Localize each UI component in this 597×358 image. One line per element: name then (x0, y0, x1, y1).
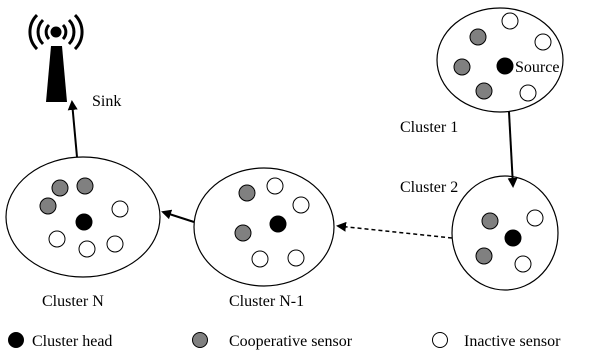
inactive-sensor (519, 84, 537, 102)
inactive-sensor (501, 12, 519, 30)
inactive-sensor (78, 240, 96, 258)
cluster-n-1 (193, 167, 335, 287)
cluster-n-1-label: Cluster N-1 (229, 293, 304, 310)
cooperative-sensor (39, 197, 57, 215)
inactive-sensor (111, 200, 129, 218)
inactive-sensor (48, 230, 66, 248)
cluster-n-1-boundary (193, 167, 335, 287)
cluster-2-label: Cluster 2 (400, 179, 458, 196)
cooperative-sensor (469, 28, 487, 46)
arrow-clusterN-to-sink (67, 100, 78, 158)
cluster-n (5, 156, 161, 278)
arrow-clusterN-1-to-clusterN (161, 209, 195, 223)
legend: Cluster head Cooperative sensor Inactive… (8, 332, 561, 350)
inactive-sensor (526, 209, 544, 227)
inactive-sensor (266, 177, 284, 195)
arrow-cluster1-to-cluster2 (507, 111, 518, 188)
inactive-sensor (514, 255, 532, 273)
cooperative-sensor (481, 212, 499, 230)
inactive-sensor (292, 196, 310, 214)
cooperative-sensor (453, 58, 471, 76)
inactive-sensor (106, 235, 124, 253)
cooperative-sensor (76, 177, 94, 195)
cooperative-sensor (475, 82, 493, 100)
cooperative-sensor (475, 247, 493, 265)
legend-cooperative-label: Cooperative sensor (229, 333, 353, 350)
sink-label: Sink (92, 93, 121, 110)
legend-head-marker (8, 332, 24, 348)
cluster-1-label: Cluster 1 (400, 119, 458, 136)
cluster-2 (451, 175, 559, 291)
cluster-head (75, 213, 93, 231)
arrow-cluster2-to-clusterN-1 (336, 221, 453, 239)
source-label: Source (515, 59, 559, 76)
cooperative-sensor (51, 179, 69, 197)
cluster-head-source (496, 57, 514, 75)
legend-cooperative-marker (192, 332, 208, 348)
cluster-2-boundary (451, 175, 559, 291)
cooperative-sensor (238, 184, 256, 202)
cluster-n-label: Cluster N (42, 293, 104, 310)
inactive-sensor (251, 250, 269, 268)
cluster-1: Source (436, 7, 564, 113)
legend-inactive-marker (432, 332, 448, 348)
cluster-head (504, 229, 522, 247)
cluster-head (269, 215, 287, 233)
legend-head-label: Cluster head (32, 333, 112, 350)
inactive-sensor (287, 249, 305, 267)
sink-tower-icon (28, 13, 84, 102)
cooperative-sensor (234, 224, 252, 242)
inactive-sensor (534, 33, 552, 51)
legend-inactive-label: Inactive sensor (464, 333, 561, 350)
